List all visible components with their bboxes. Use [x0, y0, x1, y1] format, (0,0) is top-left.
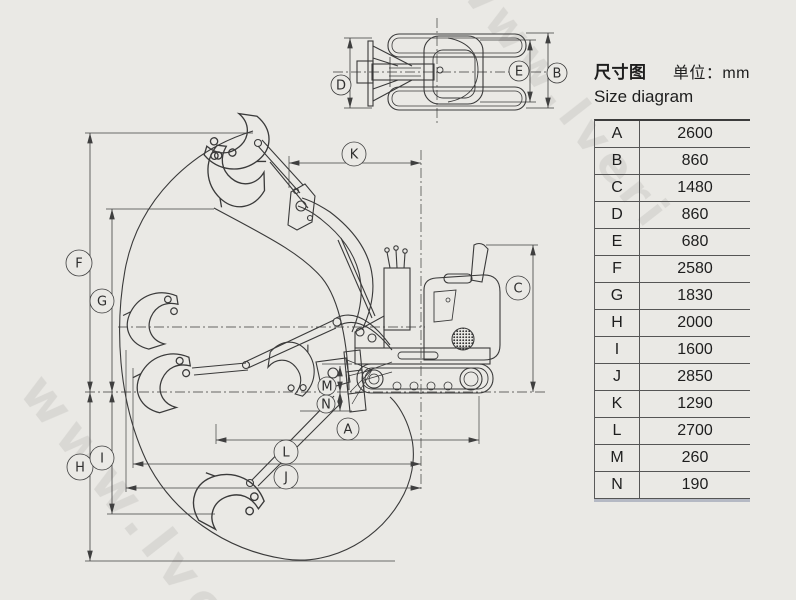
row-value: 2850	[677, 368, 713, 385]
dim-label-M: M	[321, 380, 332, 395]
row-letter: C	[595, 175, 640, 201]
dimension-A: A	[216, 417, 479, 443]
dim-label-A: A	[344, 423, 353, 438]
ghost-buckets	[116, 102, 332, 540]
dim-label-I: I	[100, 452, 104, 467]
row-letter: E	[595, 229, 640, 255]
row-letter: H	[595, 310, 640, 336]
table-row: E 680	[595, 229, 750, 256]
table-row: D 860	[595, 202, 750, 229]
row-letter: L	[595, 418, 640, 444]
top-view-body	[423, 35, 484, 105]
dimension-I: I	[89, 392, 115, 514]
side-view-blade	[343, 349, 393, 413]
top-view-tracks	[387, 33, 527, 111]
dimension-N: N	[316, 392, 343, 414]
row-letter: A	[595, 121, 640, 147]
row-value: 260	[681, 449, 709, 466]
dim-label-E: E	[515, 65, 523, 80]
watermark-text-bottom: www.lveri	[8, 363, 284, 600]
dim-label-K: K	[350, 148, 359, 163]
dimension-table: A 2600 B 860 C 1480 D 860 E 680 F 2580 G 1830 H…	[594, 119, 750, 499]
row-value: 190	[681, 476, 709, 493]
title-english: Size diagram	[594, 87, 694, 106]
table-row: M 260	[595, 445, 750, 472]
row-value: 1600	[677, 341, 713, 358]
work-envelope	[119, 130, 414, 561]
dimensions: F H G I K C	[65, 132, 538, 562]
table-row: N 190	[595, 472, 750, 499]
table-row: I 1600	[595, 337, 750, 364]
title-chinese: 尺寸图	[594, 63, 647, 82]
table-row: F 2580	[595, 256, 750, 283]
row-value: 680	[681, 233, 709, 250]
size-table-panel: 尺寸图 单位：mm Size diagram A 2600 B 860 C 1480 …	[594, 58, 750, 502]
row-letter: G	[595, 283, 640, 309]
dimension-B: B	[526, 32, 568, 109]
row-value: 860	[681, 206, 709, 223]
row-value: 2600	[677, 125, 713, 142]
row-letter: B	[595, 148, 640, 174]
table-row: L 2700	[595, 418, 750, 445]
dim-label-J: J	[283, 471, 288, 486]
dim-label-B: B	[553, 67, 562, 82]
row-value: 2700	[677, 422, 713, 439]
row-letter: I	[595, 337, 640, 363]
top-view-blade	[356, 40, 435, 107]
table-row: A 2600	[595, 121, 750, 148]
dimension-H: H	[66, 392, 94, 561]
row-letter: D	[595, 202, 640, 228]
dimension-C: C	[505, 245, 536, 392]
side-view-machine	[343, 242, 501, 413]
row-value: 1480	[677, 179, 713, 196]
row-value: 1830	[677, 287, 713, 304]
table-row: J 2850	[595, 364, 750, 391]
top-view: D E B	[330, 18, 568, 124]
dimension-J: J	[126, 464, 421, 491]
dimension-D: D	[330, 37, 372, 109]
dimension-G: G	[89, 209, 115, 392]
table-row: C 1480	[595, 175, 750, 202]
unit-label: 单位：mm	[672, 65, 750, 82]
arm-positions	[191, 138, 393, 488]
table-row: G 1830	[595, 283, 750, 310]
dim-label-L: L	[282, 446, 290, 461]
dim-label-G: G	[97, 295, 107, 310]
side-view-tracks	[356, 363, 494, 394]
panel-header: 尺寸图 单位：mm	[594, 58, 750, 83]
row-value: 2580	[677, 260, 713, 277]
dim-label-H: H	[75, 461, 85, 476]
dim-label-F: F	[75, 257, 82, 272]
row-letter: F	[595, 256, 640, 282]
row-value: 860	[681, 152, 709, 169]
dim-label-C: C	[513, 282, 522, 297]
dim-label-N: N	[321, 398, 331, 413]
dimension-F: F	[65, 133, 93, 392]
dimension-E: E	[480, 39, 536, 103]
row-value: 1290	[677, 395, 713, 412]
dim-label-D: D	[336, 79, 346, 94]
row-letter: J	[595, 364, 640, 390]
table-row: B 860	[595, 148, 750, 175]
row-letter: M	[595, 445, 640, 471]
table-bottom-shadow	[594, 499, 750, 502]
row-letter: K	[595, 391, 640, 417]
row-value: 2000	[677, 314, 713, 331]
row-letter: N	[595, 472, 640, 498]
dimension-L: L	[133, 439, 421, 467]
table-row: H 2000	[595, 310, 750, 337]
dimension-M: M	[317, 366, 343, 396]
table-row: K 1290	[595, 391, 750, 418]
dimension-K: K	[289, 141, 421, 167]
